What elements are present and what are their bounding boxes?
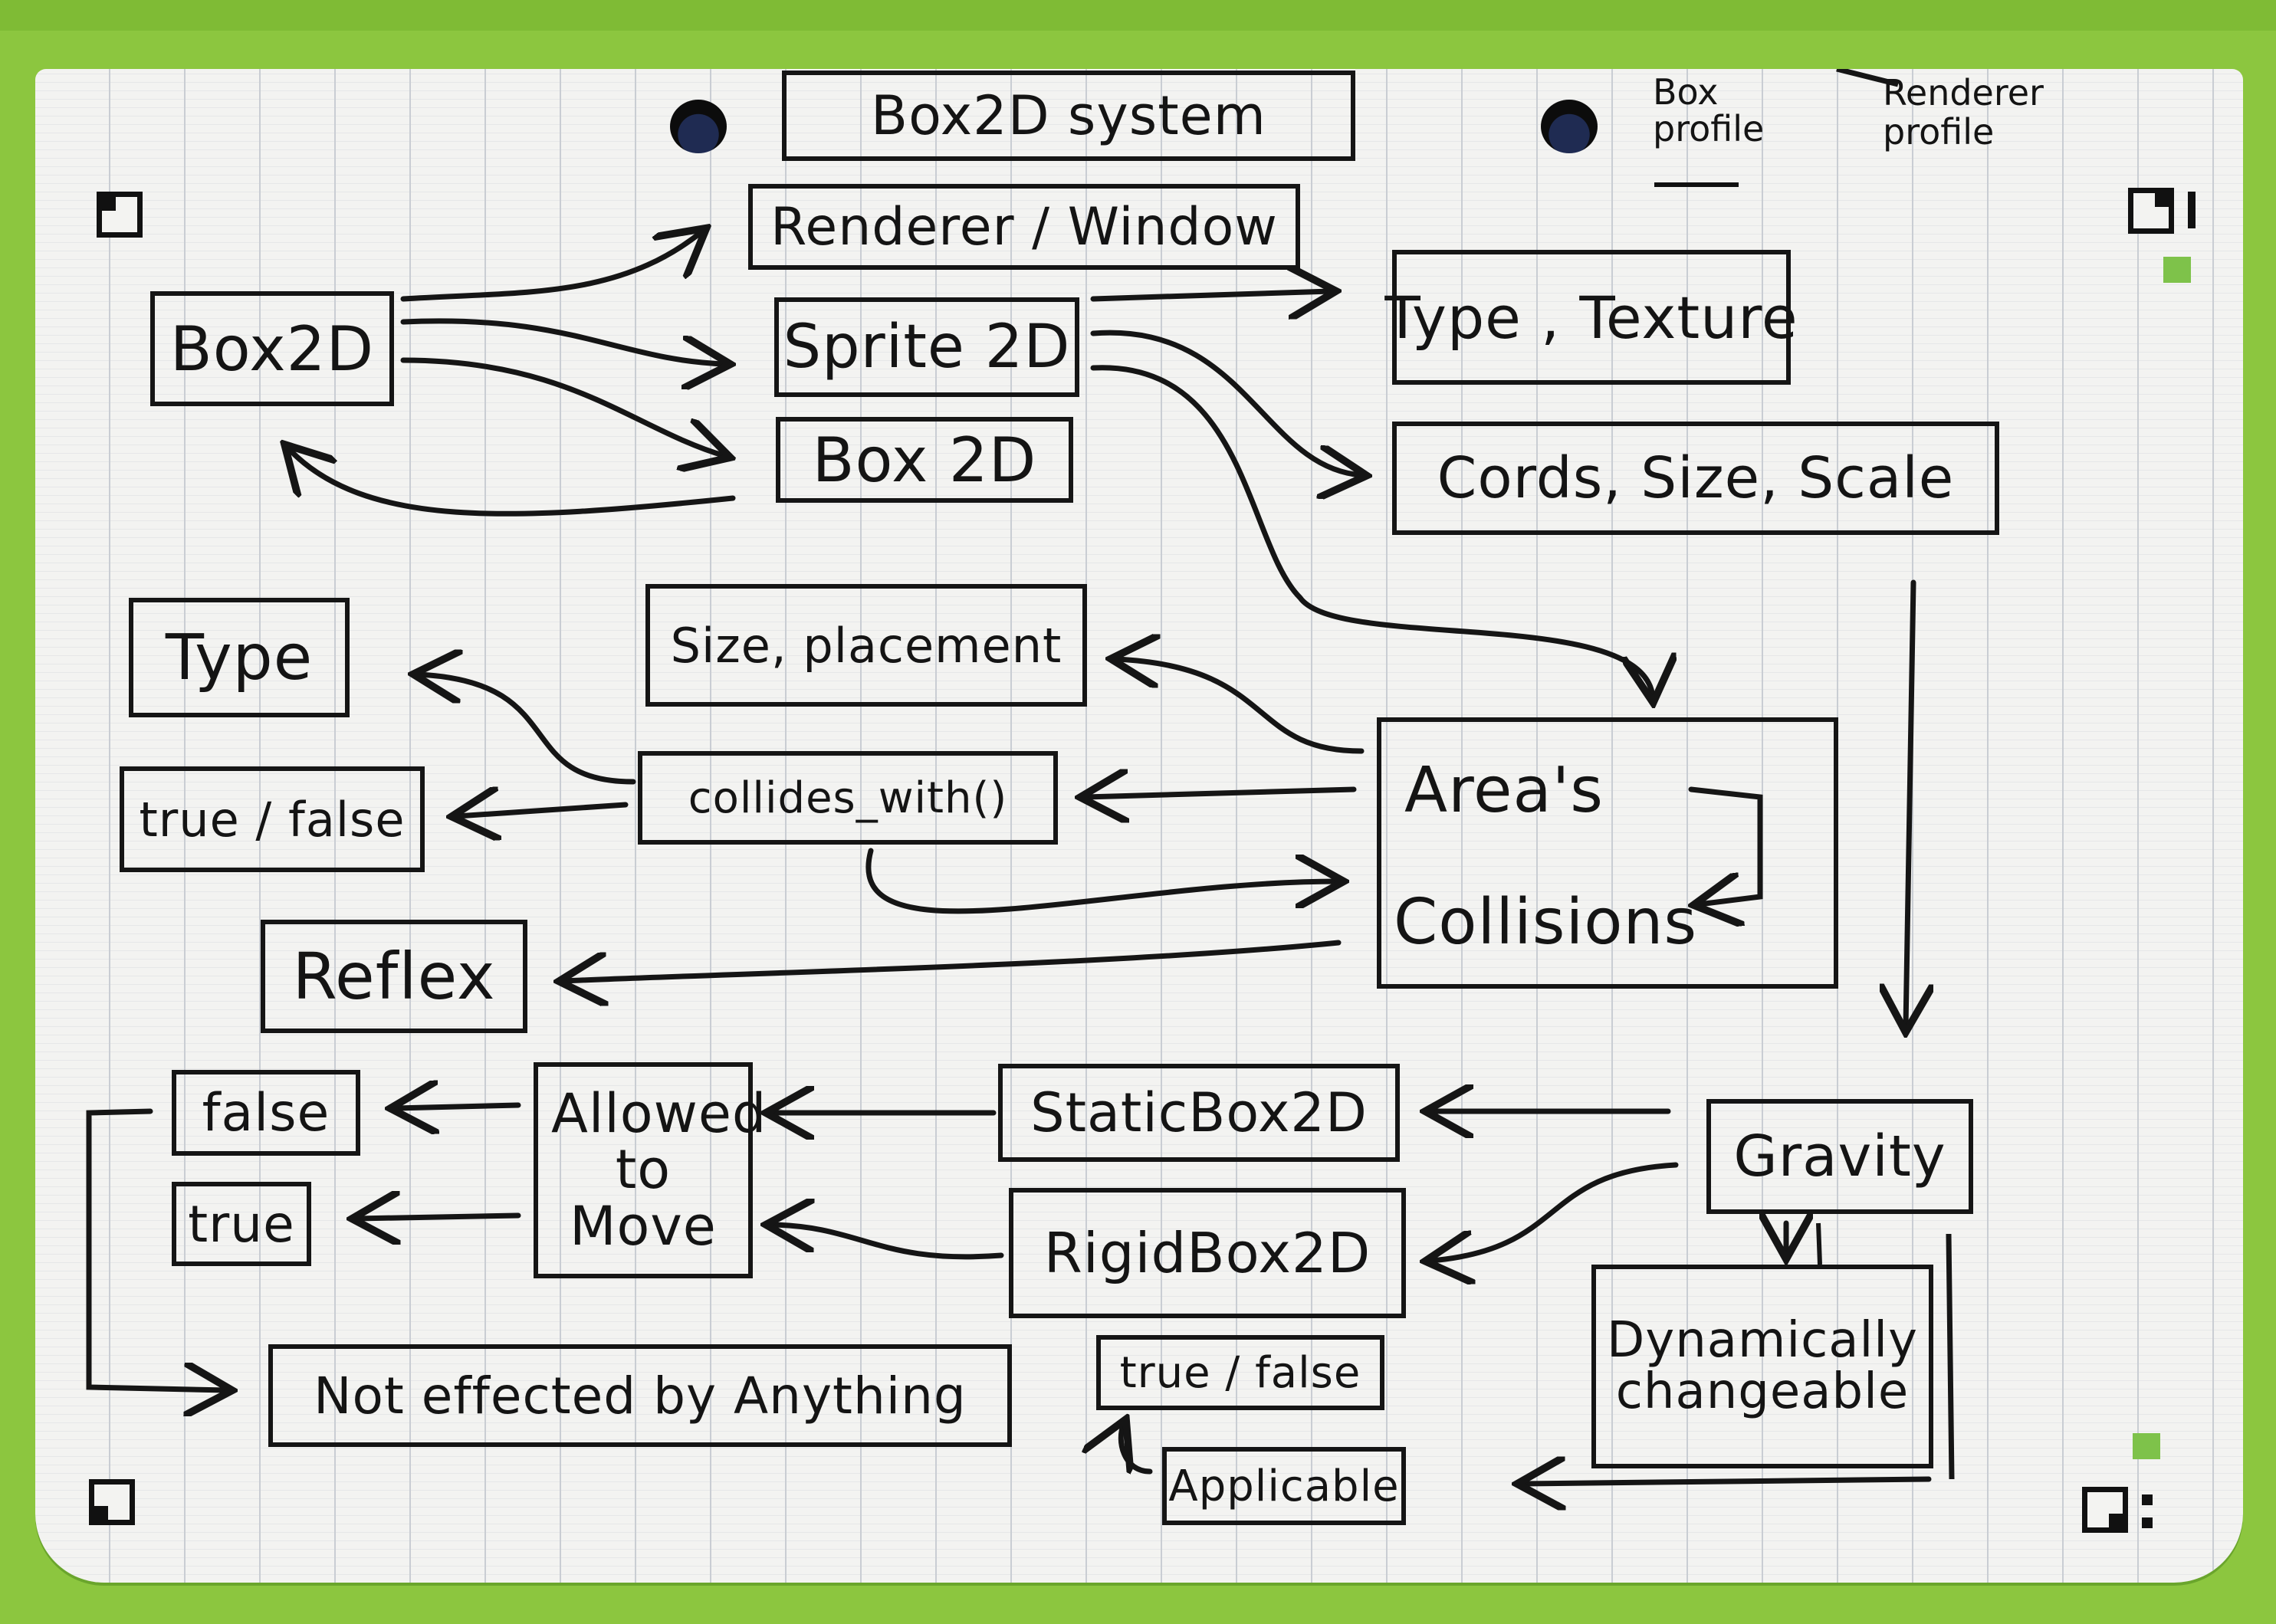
corner-marker-dash <box>2142 1494 2153 1505</box>
binder-hole-icon <box>670 100 727 153</box>
node-box2d-main: Box2D <box>150 291 394 406</box>
node-cords-size-scale: Cords, Size, Scale <box>1392 422 1999 535</box>
node-areas: Area's <box>1404 754 1604 827</box>
green-marker <box>2133 1433 2160 1459</box>
node-type-texture: Type , Texture <box>1384 250 1798 385</box>
node-applicable: Applicable <box>1162 1447 1406 1525</box>
node-dynamically-changeable: Dynamically changeable <box>1591 1265 1933 1468</box>
corner-marker-dash <box>2188 192 2196 228</box>
profile-left-label: Box profile <box>1653 71 1765 150</box>
profile-right-label: Renderer profile <box>1883 72 2044 153</box>
node-collides-with: collides_with() <box>638 751 1058 845</box>
node-areas-collisions: Area's Collisions <box>1377 717 1838 989</box>
node-true-false-left: true / false <box>120 766 425 872</box>
node-type: Type <box>129 598 350 717</box>
corner-marker-icon <box>2082 1487 2128 1533</box>
green-marker <box>2163 257 2191 283</box>
corner-marker-icon <box>89 1479 135 1525</box>
node-true-false-bottom: true / false <box>1096 1335 1384 1410</box>
corner-marker-icon <box>2128 188 2174 234</box>
corner-marker-dash <box>2142 1517 2153 1528</box>
node-size-placement: Size, placement <box>645 584 1087 707</box>
node-collisions: Collisions <box>1394 886 1698 959</box>
node-rigid-box2d: RigidBox2D <box>1009 1188 1406 1318</box>
notebook-page: Box2D system Box profile Renderer profil… <box>35 69 2243 1583</box>
node-false: false <box>172 1070 360 1156</box>
node-allowed-to-move: Allowed to Move <box>534 1062 766 1278</box>
node-renderer-window: Renderer / Window <box>748 184 1300 270</box>
title-box: Box2D system <box>782 71 1355 161</box>
node-sprite2d: Sprite 2D <box>774 297 1079 397</box>
node-not-affected: Not effected by Anything <box>268 1344 1012 1447</box>
node-box2d-sub: Box 2D <box>776 417 1073 503</box>
node-gravity: Gravity <box>1706 1099 1973 1214</box>
profile-underline <box>1654 182 1739 187</box>
binder-hole-icon <box>1541 100 1598 153</box>
node-reflex: Reflex <box>261 920 527 1033</box>
node-static-box2d: StaticBox2D <box>998 1064 1400 1162</box>
page-title: Box2D system <box>871 84 1266 147</box>
corner-marker-icon <box>97 192 143 238</box>
node-true: true <box>172 1182 311 1266</box>
binder-edge <box>0 0 2276 31</box>
